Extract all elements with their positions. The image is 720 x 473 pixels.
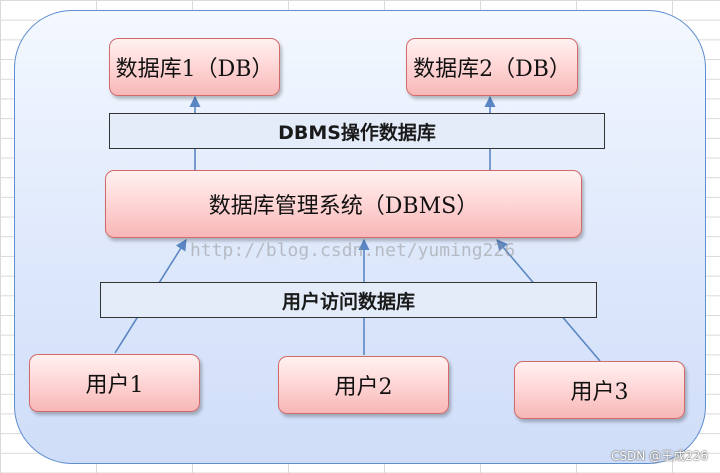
watermark-url: http://blog.csdn.net/yuming226 [190, 240, 516, 261]
dbms-node: 数据库管理系统（DBMS） [105, 170, 582, 238]
user2-node: 用户2 [278, 356, 449, 414]
user1-node: 用户1 [29, 354, 200, 412]
dbms-operations-bar: DBMS操作数据库 [109, 113, 605, 149]
credit-text: CSDN @王成226 [611, 449, 708, 463]
user-access-bar: 用户访问数据库 [100, 282, 597, 318]
db2-node: 数据库2（DB） [406, 38, 578, 96]
user3-node: 用户3 [514, 361, 685, 419]
db1-node: 数据库1（DB） [109, 38, 280, 96]
